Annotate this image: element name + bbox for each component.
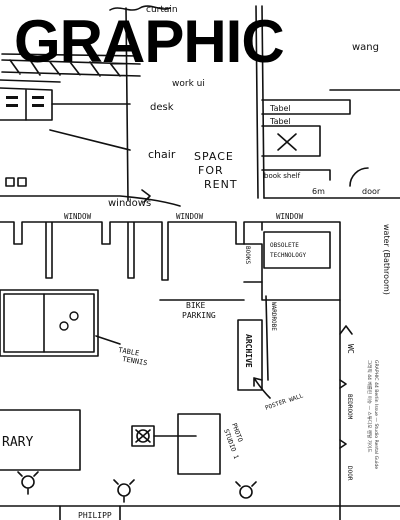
books-niche	[243, 243, 263, 283]
right-inner-wall	[261, 281, 341, 301]
shelf-mark-2	[6, 104, 18, 107]
ping-pong-ball-2	[59, 321, 69, 331]
magazine-title: GRAPHIC	[14, 8, 285, 75]
shelf-mark-4	[32, 104, 44, 107]
window-arrow	[141, 189, 151, 203]
label-door: door	[362, 187, 381, 196]
label-archive: ARCHIVE	[244, 334, 253, 368]
label-wc: WC	[346, 344, 355, 354]
studio-light-box	[131, 425, 155, 447]
label-library: RARY	[2, 435, 33, 450]
label-table: TABLE	[118, 346, 140, 358]
label-bike: BIKE	[186, 301, 205, 310]
wc-arrow	[339, 325, 353, 335]
studio-platform	[177, 413, 221, 475]
shelf-mark-3	[32, 96, 44, 99]
table-cross	[277, 133, 297, 151]
shelf-mark-1	[6, 96, 18, 99]
spine-line-1: 그래픽 44 베를린 이슈 — 스튜디오 렌탈 가이드	[366, 360, 371, 453]
tripod-2	[113, 479, 135, 503]
spine-line-2: GRAPHIC 44 Berlin Issue — Studio Rental …	[373, 360, 378, 470]
label-tennis: TENNIS	[122, 355, 148, 367]
upper-wall-left-room	[0, 79, 61, 83]
wardrobe-line	[265, 295, 269, 381]
label-water-room: water (Bathroom)	[382, 224, 391, 295]
tripod-1	[17, 471, 39, 495]
library-box	[0, 409, 81, 471]
partition-right-inner	[261, 5, 265, 199]
label-tabel-2: Tabel	[269, 117, 291, 126]
studio-light-circle	[136, 429, 150, 443]
obsolete-tech-box	[263, 231, 331, 269]
label-distance: 6m	[312, 187, 325, 196]
label-poster: POSTER	[264, 398, 287, 412]
label-door-lower: DOOR	[346, 466, 353, 481]
tripod-3	[235, 481, 257, 499]
label-rent: RENT	[204, 178, 238, 191]
label-chair: chair	[148, 148, 176, 161]
label-books: BOOKS	[244, 246, 251, 264]
truss-beam	[1, 59, 141, 77]
book-shelf-line	[261, 169, 331, 181]
upper-wall-top	[1, 53, 141, 57]
label-obsolete: OBSOLETE	[270, 242, 299, 249]
label-book-shelf: book shelf	[264, 172, 301, 180]
label-parking: PARKING	[182, 311, 216, 320]
spine-text: 그래픽 44 베를린 이슈 — 스튜디오 렌탈 가이드 GRAPHIC 44 B…	[366, 360, 382, 500]
label-tabel-1: Tabel	[269, 104, 291, 113]
table-tennis-leader	[95, 335, 121, 345]
label-technology: TECHNOLOGY	[270, 252, 307, 259]
partition-right	[255, 5, 259, 199]
label-curtain: curtain	[146, 5, 178, 15]
label-wall: WALL	[288, 392, 304, 404]
label-window-3: WINDOW	[276, 212, 304, 221]
upper-right-table-2	[261, 125, 321, 157]
label-windows-upper: windows	[108, 198, 151, 209]
table-tennis-frame	[0, 289, 99, 357]
ping-pong-ball-1	[69, 311, 79, 321]
label-desk: desk	[150, 102, 174, 113]
label-space: SPACE	[194, 150, 234, 163]
bottom-divider	[59, 505, 121, 520]
label-wang: wang	[352, 42, 379, 53]
lower-outer-wall	[0, 221, 341, 520]
right-wall-jag	[339, 379, 347, 449]
label-bedroom: BEDROOM	[346, 394, 353, 420]
label-philipp: PHILIPP	[78, 511, 112, 520]
chair-leader	[49, 129, 131, 151]
upper-right-table-1	[261, 99, 351, 115]
lower-left-chairs	[5, 177, 27, 187]
door-arc	[349, 167, 369, 187]
label-work-ui: work ui	[172, 79, 205, 89]
label-window-1: WINDOW	[64, 212, 92, 221]
table-tennis-inner	[3, 293, 95, 353]
poster-wall-arrow	[253, 377, 271, 399]
upper-floor-line	[0, 195, 181, 207]
label-for: FOR	[198, 164, 224, 177]
label-wardrobe: WARDROBE	[270, 302, 277, 331]
label-window-2: WINDOW	[176, 212, 204, 221]
curtain-line	[109, 5, 171, 11]
